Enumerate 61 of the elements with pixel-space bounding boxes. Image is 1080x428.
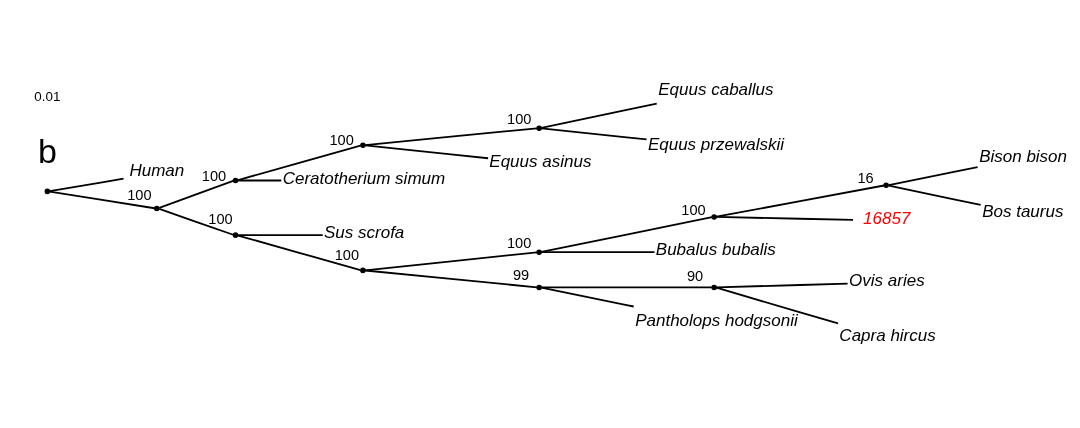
label: 0.01 [34, 88, 61, 104]
connector [540, 250, 656, 253]
connector [364, 126, 538, 146]
node-label: 100 [506, 234, 532, 251]
connector [237, 179, 283, 181]
connector [237, 144, 362, 181]
node-point [360, 141, 366, 148]
connector [540, 215, 713, 253]
connector [715, 286, 839, 324]
node-text: Pantholops hodgsonii [635, 310, 798, 330]
node-label: 100 [208, 210, 233, 227]
connector [364, 250, 538, 271]
node-label: 100 [681, 201, 706, 218]
node-label: 100 [507, 110, 532, 127]
connector [887, 165, 979, 186]
connector [715, 215, 854, 221]
node-text: Human [129, 160, 185, 180]
node-point [711, 213, 717, 220]
node-point [536, 284, 542, 290]
node-point [536, 248, 542, 255]
node-point [44, 188, 51, 194]
node-text: 16857 [863, 208, 911, 228]
node-label: 16 [857, 169, 874, 186]
node-point [883, 182, 889, 188]
connector [48, 190, 156, 209]
connector [540, 126, 648, 140]
connector [540, 102, 658, 129]
connector [237, 233, 324, 236]
node-text: Capra hircus [839, 325, 936, 345]
node-point [232, 231, 239, 238]
node-point [232, 177, 239, 183]
node-text: Bubalus bubalis [655, 239, 776, 259]
connector [540, 286, 713, 288]
node-label: 100 [329, 131, 354, 148]
node-point [711, 284, 717, 290]
node-label: 99 [513, 266, 530, 283]
node-text: Ceratotherium simum [282, 168, 446, 188]
connector [364, 269, 538, 288]
connector [158, 207, 235, 236]
connector [237, 234, 362, 271]
node-text: Equus asinus [489, 151, 592, 171]
connector [715, 282, 849, 288]
node-text: Bos taurus [982, 201, 1064, 221]
connector [158, 179, 235, 209]
node-text: Equus caballus [658, 79, 774, 99]
node-text: Ovis aries [849, 270, 925, 290]
label: b [37, 131, 57, 170]
connector [540, 286, 635, 307]
node-point [360, 267, 366, 273]
node-label: 100 [201, 167, 227, 184]
connector [715, 184, 885, 218]
node-label: 100 [334, 246, 360, 263]
node-point [536, 124, 542, 131]
node-text: Bison bison [979, 146, 1068, 166]
connector [887, 184, 982, 206]
node-label: 100 [127, 186, 152, 203]
node-point [153, 205, 160, 211]
connector [48, 177, 125, 192]
node-label: 90 [687, 267, 704, 284]
node-text: Sus scrofa [324, 222, 405, 242]
node-text: Equus przewalskii [647, 134, 784, 154]
